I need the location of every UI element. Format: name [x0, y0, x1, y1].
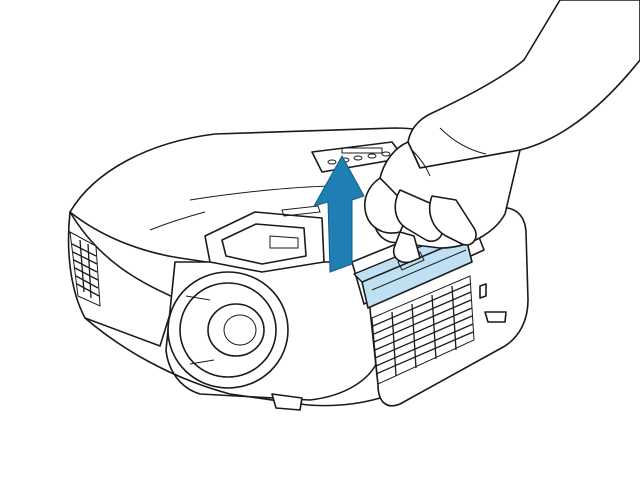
lens-glass — [207, 303, 265, 357]
control-button — [327, 159, 337, 165]
lens-well-slot — [281, 205, 321, 217]
finger-ring — [428, 195, 477, 246]
front-vent-grille — [69, 231, 101, 307]
up-arrow-icon — [312, 154, 365, 273]
control-button — [381, 151, 391, 157]
knuckle-line — [411, 149, 431, 177]
hand-icon — [364, 0, 640, 264]
forearm — [407, 0, 640, 169]
lens-barrel-line — [185, 295, 215, 365]
lens-glass-inner — [223, 314, 257, 346]
filter-cover-latch — [479, 283, 487, 299]
projector-foot-right — [484, 311, 507, 323]
top-ridge-line-2 — [149, 211, 206, 231]
thumb — [392, 231, 421, 264]
projector-bottom-edge — [84, 317, 381, 407]
control-panel-indicator — [341, 147, 383, 154]
filter-pleat-line — [371, 249, 467, 291]
lens-adjust-well — [204, 205, 325, 273]
projector-foot-left — [271, 393, 303, 411]
lens — [167, 271, 289, 389]
control-button — [353, 155, 363, 161]
lens-well-dial — [269, 235, 299, 249]
wrist-crease — [439, 127, 487, 155]
up-arrow-shape — [312, 154, 365, 273]
lens-well-inner — [221, 223, 307, 265]
side-vent-grille — [371, 275, 475, 385]
control-button — [367, 153, 377, 159]
